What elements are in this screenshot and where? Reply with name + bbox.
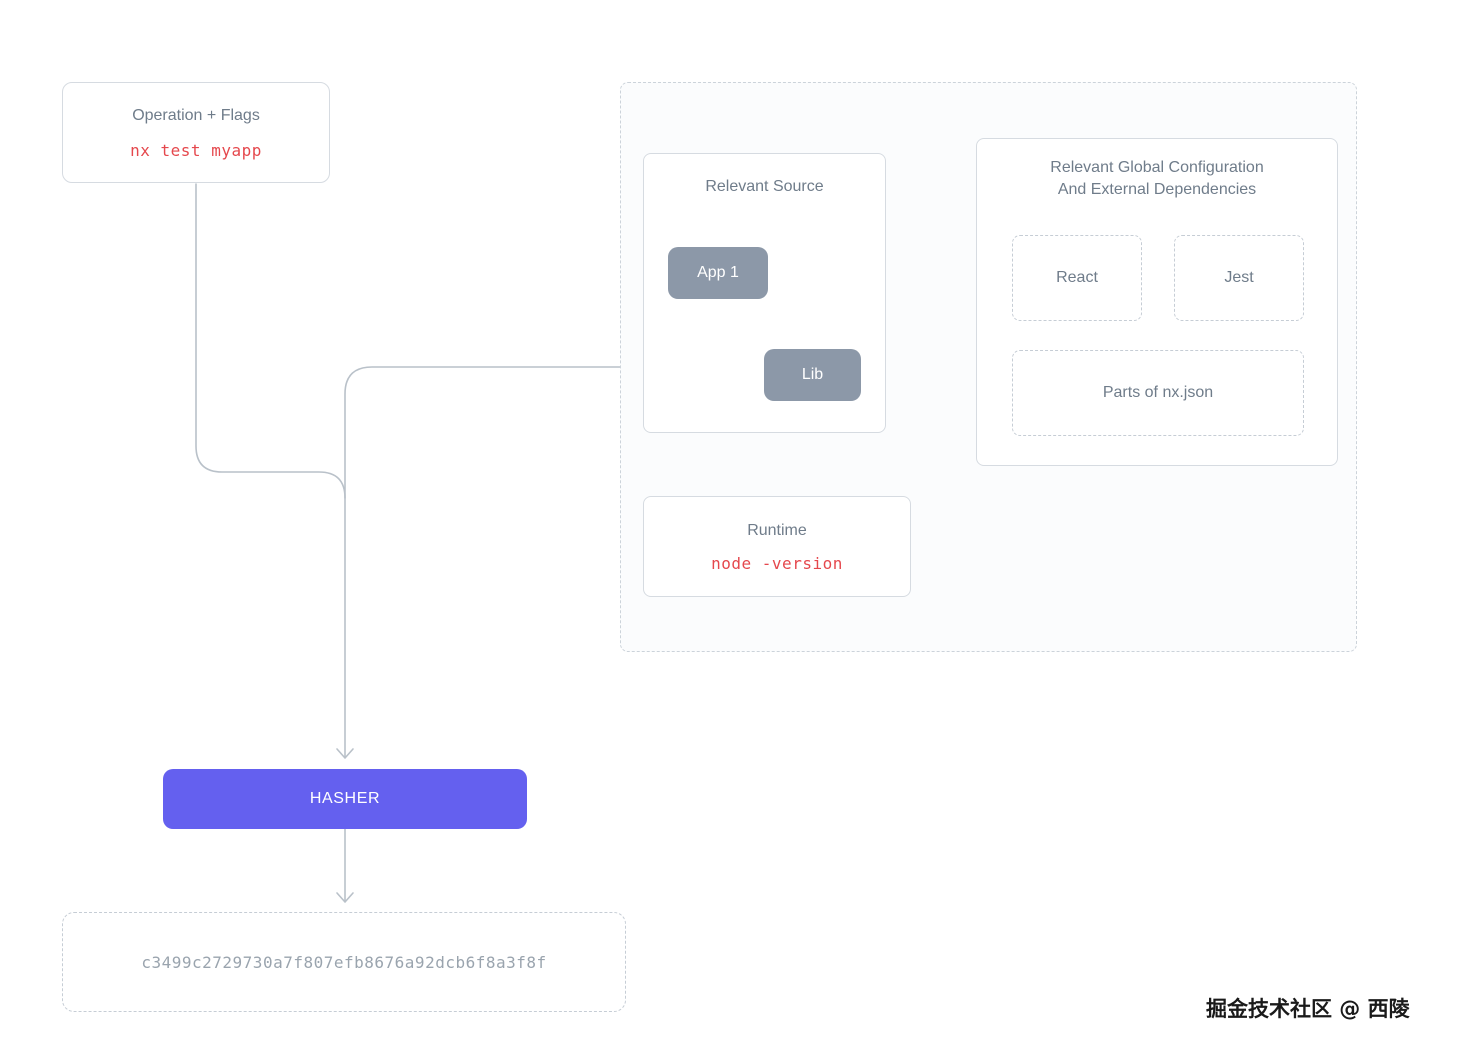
runtime-title: Runtime	[747, 521, 807, 539]
watermark: 掘金技术社区 @ 西陵	[1206, 997, 1410, 1021]
arrowhead-hasher	[336, 748, 354, 759]
jest-item: Jest	[1174, 235, 1304, 321]
operation-flags-box: Operation + Flags nx test myapp	[62, 82, 330, 183]
react-item: React	[1012, 235, 1142, 321]
global-config-box: Relevant Global Configuration And Extern…	[976, 138, 1338, 466]
operation-command: nx test myapp	[130, 141, 262, 161]
relevant-source-box: Relevant Source App 1 Lib	[643, 153, 886, 433]
hasher-node: HASHER	[163, 769, 527, 829]
global-config-title-line1: Relevant Global Configuration	[1050, 159, 1264, 176]
global-config-title-line2: And External Dependencies	[1057, 180, 1257, 198]
runtime-box: Runtime node -version	[643, 496, 911, 597]
global-config-title: Relevant Global Configuration And Extern…	[977, 157, 1337, 200]
relevant-source-title: Relevant Source	[705, 178, 824, 195]
lib-node: Lib	[764, 349, 861, 401]
connector-operation-to-hasher	[195, 183, 346, 499]
connector-inputs-to-hasher	[344, 366, 621, 758]
nx-json-item: Parts of nx.json	[1012, 350, 1304, 436]
app1-node: App 1	[668, 247, 768, 299]
hash-output-box: c3499c2729730a7f807efb8676a92dcb6f8a3f8f	[62, 912, 626, 1012]
inputs-panel: Relevant Source App 1 Lib Relevant Globa…	[620, 82, 1357, 652]
arrowhead-hash	[336, 892, 354, 903]
operation-flags-title: Operation + Flags	[132, 106, 260, 124]
hash-value: c3499c2729730a7f807efb8676a92dcb6f8a3f8f	[141, 952, 547, 972]
runtime-command: node -version	[711, 554, 843, 574]
